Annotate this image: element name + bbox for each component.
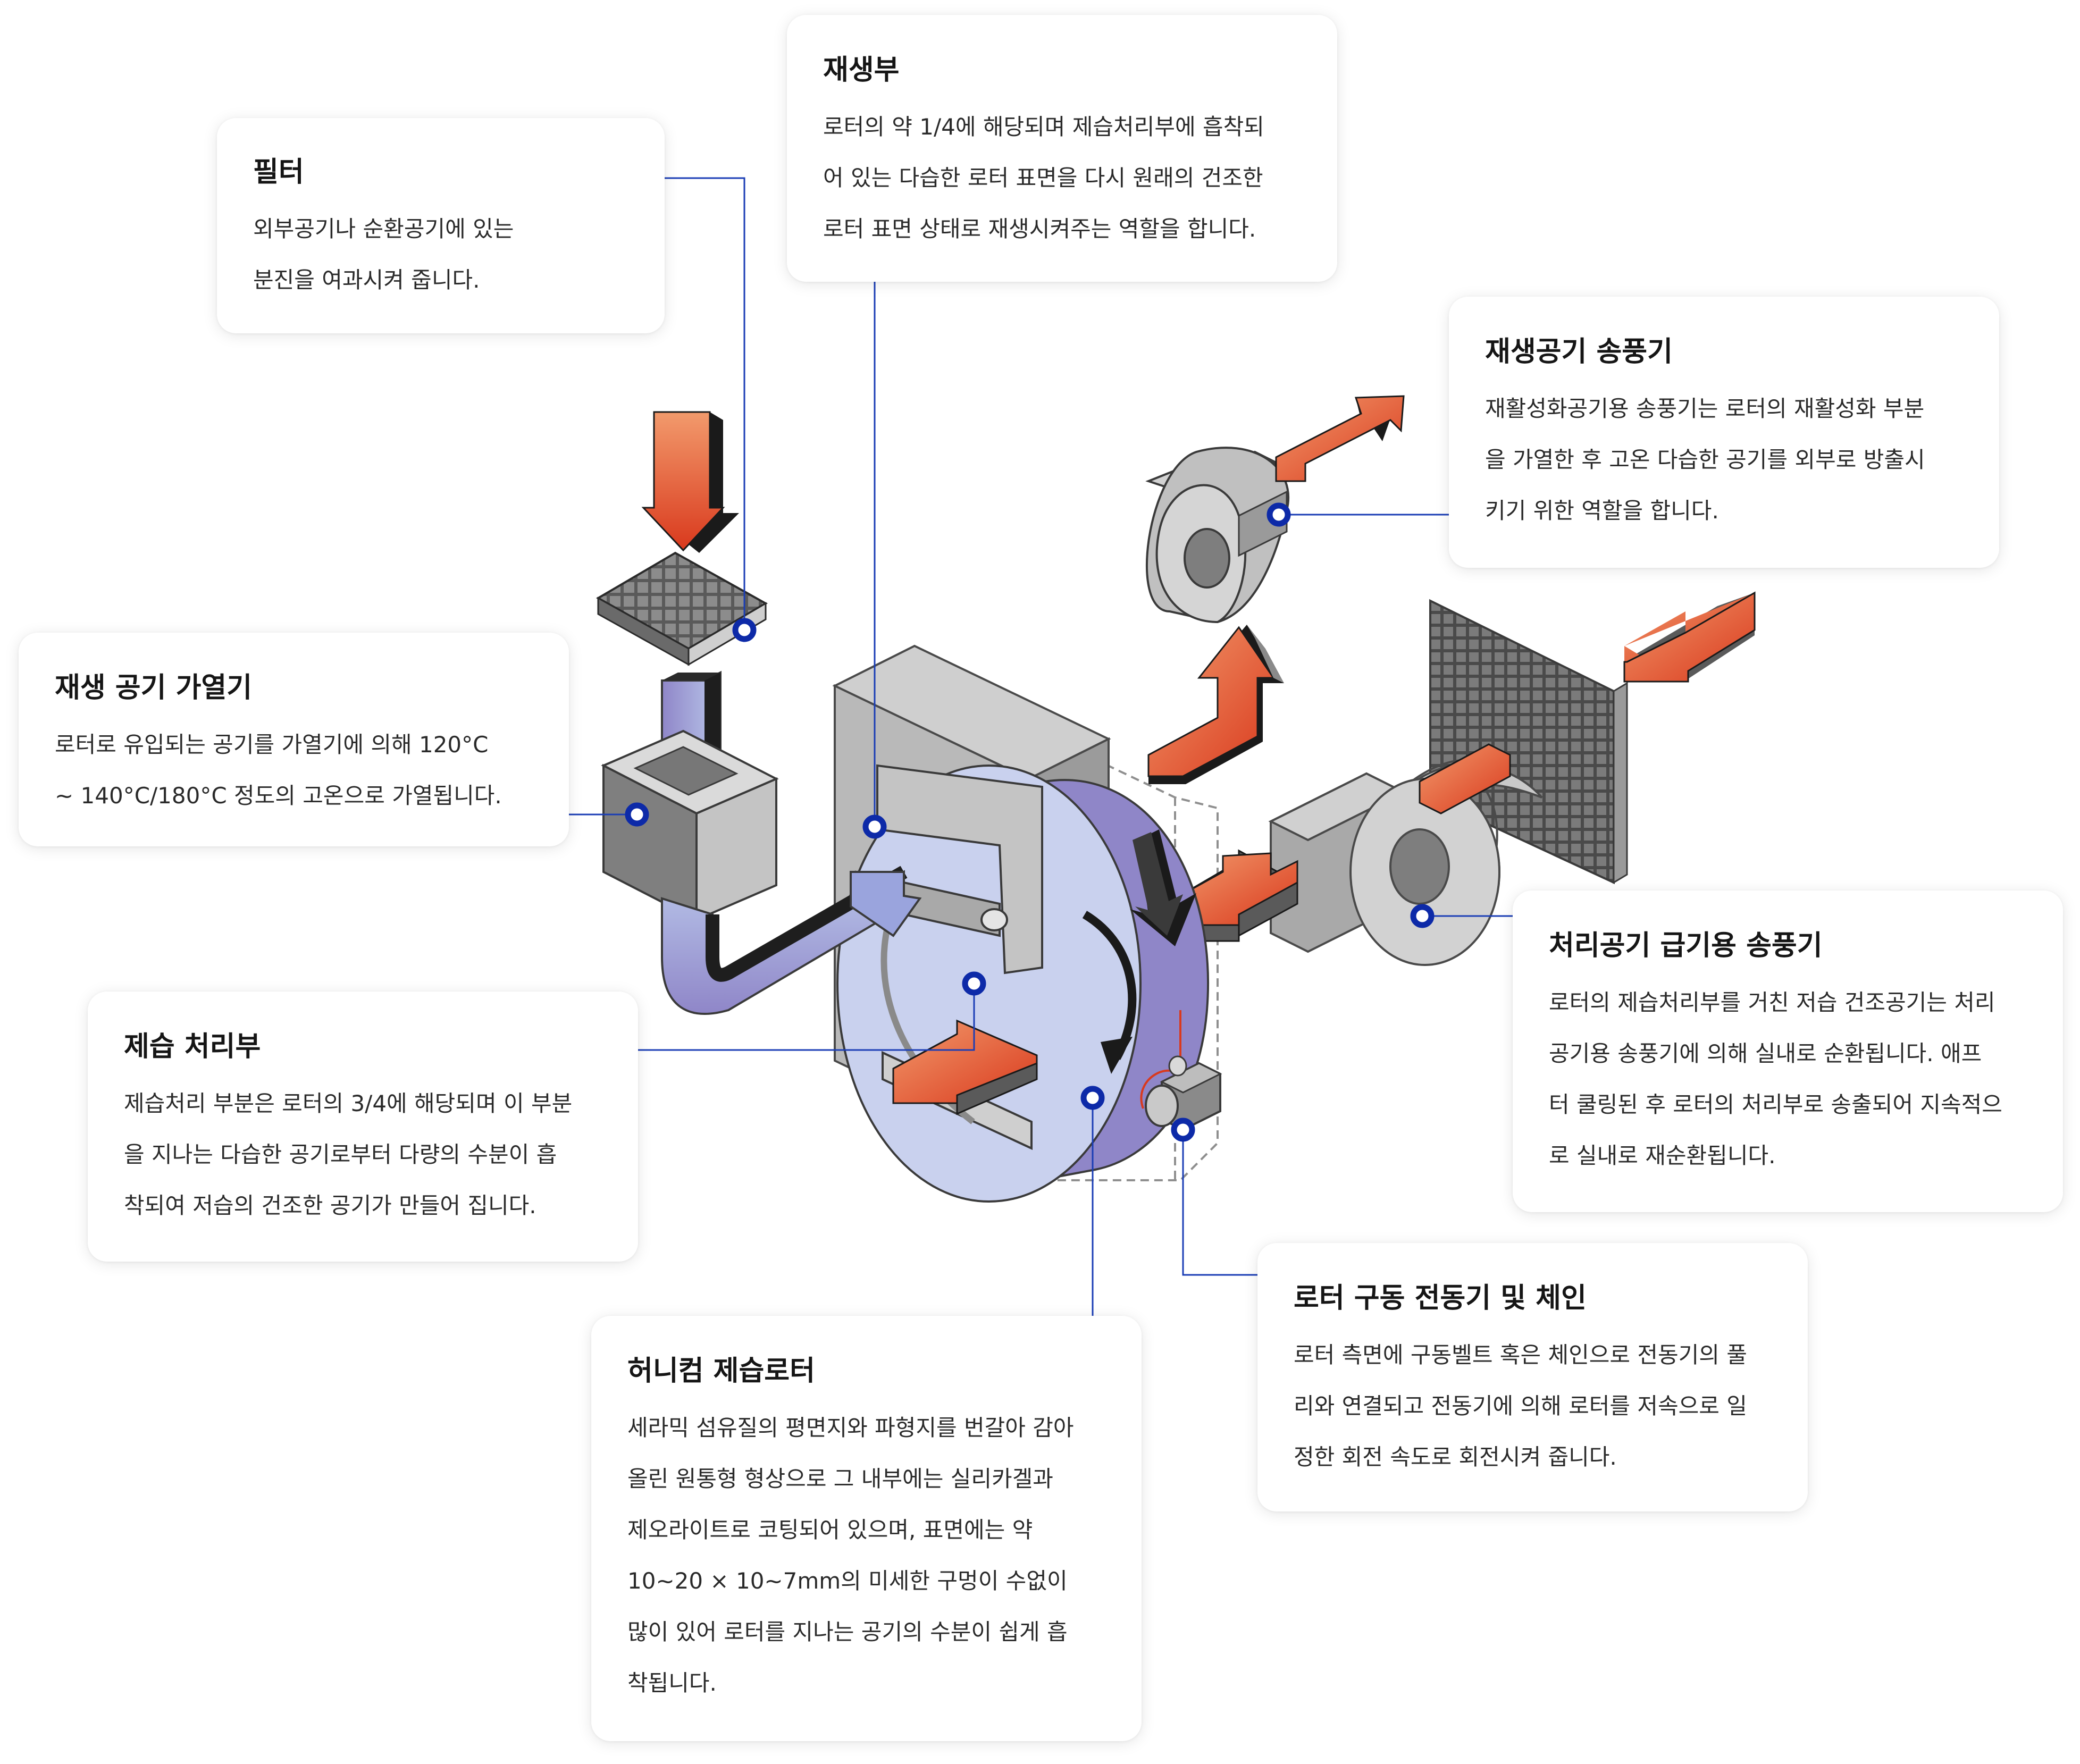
callout-title: 재생공기 송풍기 (1485, 336, 1673, 368)
callout-filter: 필터 외부공기나 순환공기에 있는 분진을 여과시켜 줍니다. (217, 118, 665, 333)
callout-text-line: 리와 연결되고 전동기에 의해 로터를 저속으로 일 (1294, 1393, 1747, 1419)
callout-text-line: 착됩니다. (627, 1670, 717, 1696)
callout-dehumid-section: 제습 처리부 제습처리 부분은 로터의 3/4에 해당되며 이 부분 을 지나는… (88, 992, 638, 1262)
fan-intake-arrow (1419, 743, 1511, 814)
callout-text-line: 세라믹 섬유질의 평면지와 파형지를 번갈아 감아 (627, 1415, 1074, 1441)
process-inlet-arrow (1623, 591, 1756, 683)
connector-motor (1182, 1130, 1257, 1276)
callout-title: 필터 (253, 156, 304, 188)
callout-text-line: 외부공기나 순환공기에 있는 (253, 216, 514, 242)
callout-text-line: 공기용 송풍기에 의해 실내로 순환됩니다. 애프 (1549, 1040, 1982, 1066)
callout-title: 재생부 (823, 54, 900, 86)
callout-text-line: 로터의 약 1/4에 해당되며 제습처리부에 흡착되 (823, 114, 1264, 140)
callout-text-line: 분진을 여과시켜 줍니다. (253, 267, 480, 293)
filter-panel (596, 551, 768, 666)
dry-air-outlet-arrow (892, 1019, 1038, 1115)
callout-text-line: 로터 표면 상태로 재생시켜주는 역할을 합니다. (823, 216, 1256, 242)
marker-regen-fan-icon (1267, 502, 1291, 527)
callout-text-line: 10~20 × 10~7mm의 미세한 구멍이 수없이 (627, 1568, 1068, 1594)
callout-motor-chain: 로터 구동 전동기 및 체인 로터 측면에 구동벨트 혹은 체인으로 전동기의 … (1257, 1243, 1808, 1511)
regen-heater (601, 670, 922, 1015)
regen-rising-arrow (1147, 625, 1284, 784)
marker-regeneration-icon (862, 814, 887, 839)
marker-regen-heater-icon (625, 802, 649, 827)
callout-text-line: 터 쿨링된 후 로터의 처리부로 송출되어 지속적으 (1549, 1091, 2002, 1118)
callout-regen-heater: 재생 공기 가열기 로터로 유입되는 공기를 가열기에 의해 120°C ~ 1… (19, 633, 569, 846)
callout-text-line: 제습처리 부분은 로터의 3/4에 해당되며 이 부분 (124, 1090, 573, 1116)
callout-text-line: 키기 위한 역할을 합니다. (1485, 498, 1719, 524)
process-supply-fan (1268, 759, 1543, 966)
marker-filter-icon (732, 618, 757, 642)
callout-text-line: 을 가열한 후 고온 다습한 공기를 외부로 방출시 (1485, 447, 1925, 473)
callout-regeneration: 재생부 로터의 약 1/4에 해당되며 제습처리부에 흡착되 어 있는 다습한 … (787, 15, 1337, 282)
callout-text-line: 로터 측면에 구동벨트 혹은 체인으로 전동기의 풀 (1294, 1342, 1747, 1368)
callout-text-line: 제오라이트로 코팅되어 있으며, 표면에는 약 (627, 1517, 1033, 1543)
connector-filter (665, 177, 745, 630)
callout-title: 제습 처리부 (124, 1031, 261, 1063)
callout-text-line: 어 있는 다습한 로터 표면을 다시 원래의 건조한 (823, 165, 1263, 191)
callout-text-line: 재활성화공기용 송풍기는 로터의 재활성화 부분 (1485, 396, 1925, 422)
callout-title: 처리공기 급기용 송풍기 (1549, 930, 1823, 962)
callout-title: 재생 공기 가열기 (55, 672, 253, 704)
drive-motor (1140, 1010, 1222, 1131)
marker-process-fan-icon (1410, 904, 1435, 928)
connector-dehumid (638, 984, 975, 1051)
regen-exhaust-arrow (1275, 395, 1405, 482)
callout-process-fan: 처리공기 급기용 송풍기 로터의 제습처리부를 거친 저습 건조공기는 처리 공… (1513, 891, 2063, 1212)
callout-text-line: 로터의 제습처리부를 거친 저습 건조공기는 처리 (1549, 989, 1995, 1015)
filter-inlet-arrow (641, 411, 739, 553)
callout-text-line: 을 지나는 다습한 공기로부터 다량의 수분이 흡 (124, 1141, 557, 1167)
callout-text-line: 정한 회전 속도로 회전시켜 줍니다. (1294, 1444, 1617, 1470)
process-supply-arrow (1174, 849, 1298, 942)
marker-motor-icon (1171, 1118, 1195, 1142)
callout-text-line: ~ 140°C/180°C 정도의 고온으로 가열됩니다. (55, 783, 502, 809)
callout-regen-fan: 재생공기 송풍기 재활성화공기용 송풍기는 로터의 재활성화 부분 을 가열한 … (1449, 297, 1999, 568)
callout-text-line: 로 실내로 재순환됩니다. (1549, 1143, 1776, 1169)
callout-title: 허니컴 제습로터 (627, 1355, 815, 1387)
connector-markers (625, 502, 1435, 1142)
callout-text-line: 올린 원통형 형상으로 그 내부에는 실리카겔과 (627, 1466, 1053, 1492)
regen-fan (1145, 447, 1290, 624)
callout-text-line: 착되여 저습의 건조한 공기가 만들어 집니다. (124, 1192, 536, 1219)
marker-rotor-icon (1080, 1086, 1105, 1110)
marker-dehumid-icon (962, 971, 986, 996)
callout-text-line: 많이 있어 로터를 지나는 공기의 수분이 쉽게 흡 (627, 1619, 1068, 1645)
callout-honeycomb-rotor: 허니컴 제습로터 세라믹 섬유질의 평면지와 파형지를 번갈아 감아 올린 원통… (591, 1316, 1142, 1741)
callout-title: 로터 구동 전동기 및 체인 (1294, 1282, 1587, 1314)
connector-lines (569, 177, 1513, 1316)
regeneration-down-arrow (1130, 829, 1196, 946)
callout-text-line: 로터로 유입되는 공기를 가열기에 의해 120°C (55, 732, 489, 758)
